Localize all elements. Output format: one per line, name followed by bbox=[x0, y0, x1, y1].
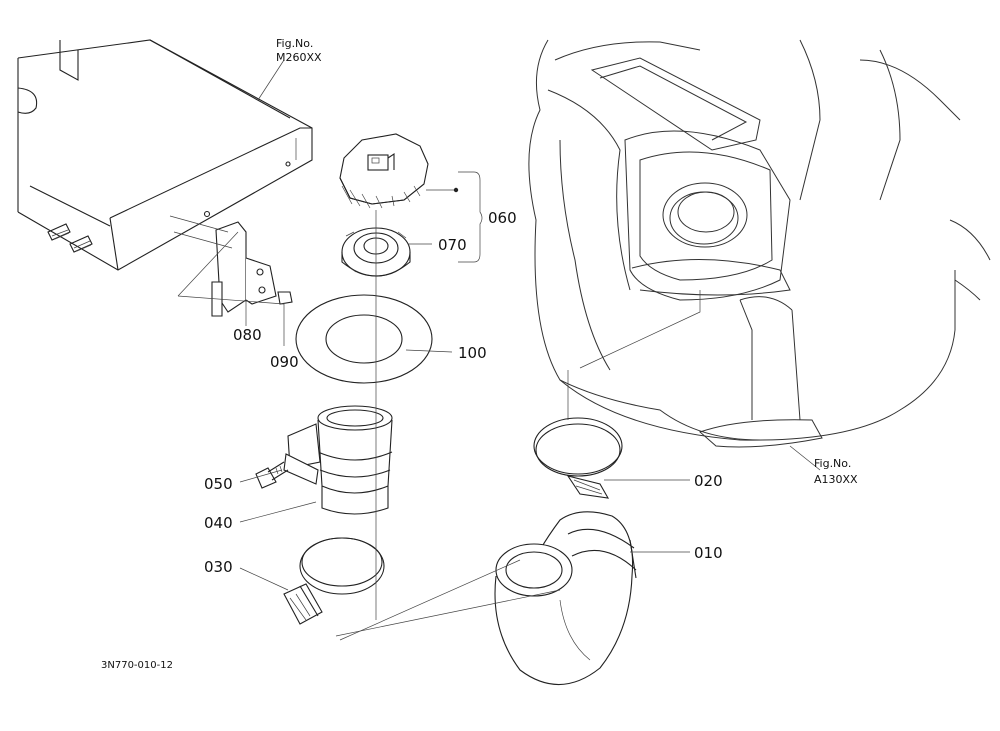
leader-lines bbox=[239, 59, 821, 591]
reference-top-line2: M260XX bbox=[276, 51, 322, 64]
neck-bolt-part bbox=[255, 461, 289, 489]
filler-cap-part bbox=[339, 133, 429, 209]
reference-right-line1: Fig.No. bbox=[814, 457, 851, 470]
assembly-lines bbox=[177, 210, 701, 641]
part-number-040[interactable]: 040 bbox=[204, 514, 233, 532]
reference-right-line2: A130XX bbox=[814, 473, 858, 486]
frame-assembly bbox=[17, 39, 313, 271]
hose-clamp-lower-part bbox=[283, 537, 385, 625]
stud-bolts bbox=[47, 223, 93, 253]
reference-label-right[interactable]: Fig.No. A130XX bbox=[814, 457, 858, 486]
reference-label-top[interactable]: Fig.No. M260XX bbox=[276, 37, 322, 64]
part-number-080[interactable]: 080 bbox=[233, 326, 262, 344]
bolt-part bbox=[277, 291, 293, 320]
part-number-020[interactable]: 020 bbox=[694, 472, 723, 490]
part-number-090[interactable]: 090 bbox=[270, 353, 299, 371]
hose-clamp-upper-part bbox=[533, 417, 623, 499]
fuel-tank-body bbox=[528, 39, 991, 448]
flat-washer-part bbox=[295, 294, 433, 384]
filler-neck-part bbox=[283, 405, 393, 515]
part-number-060[interactable]: 060 bbox=[488, 209, 517, 227]
part-number-070[interactable]: 070 bbox=[438, 236, 467, 254]
part-number-030[interactable]: 030 bbox=[204, 558, 233, 576]
part-number-050[interactable]: 050 bbox=[204, 475, 233, 493]
drawing-code: 3N770-010-12 bbox=[101, 660, 173, 671]
fuel-hose-elbow-part bbox=[494, 511, 637, 686]
part-number-100[interactable]: 100 bbox=[458, 344, 487, 362]
reference-top-line1: Fig.No. bbox=[276, 37, 313, 50]
part-number-010[interactable]: 010 bbox=[694, 544, 723, 562]
